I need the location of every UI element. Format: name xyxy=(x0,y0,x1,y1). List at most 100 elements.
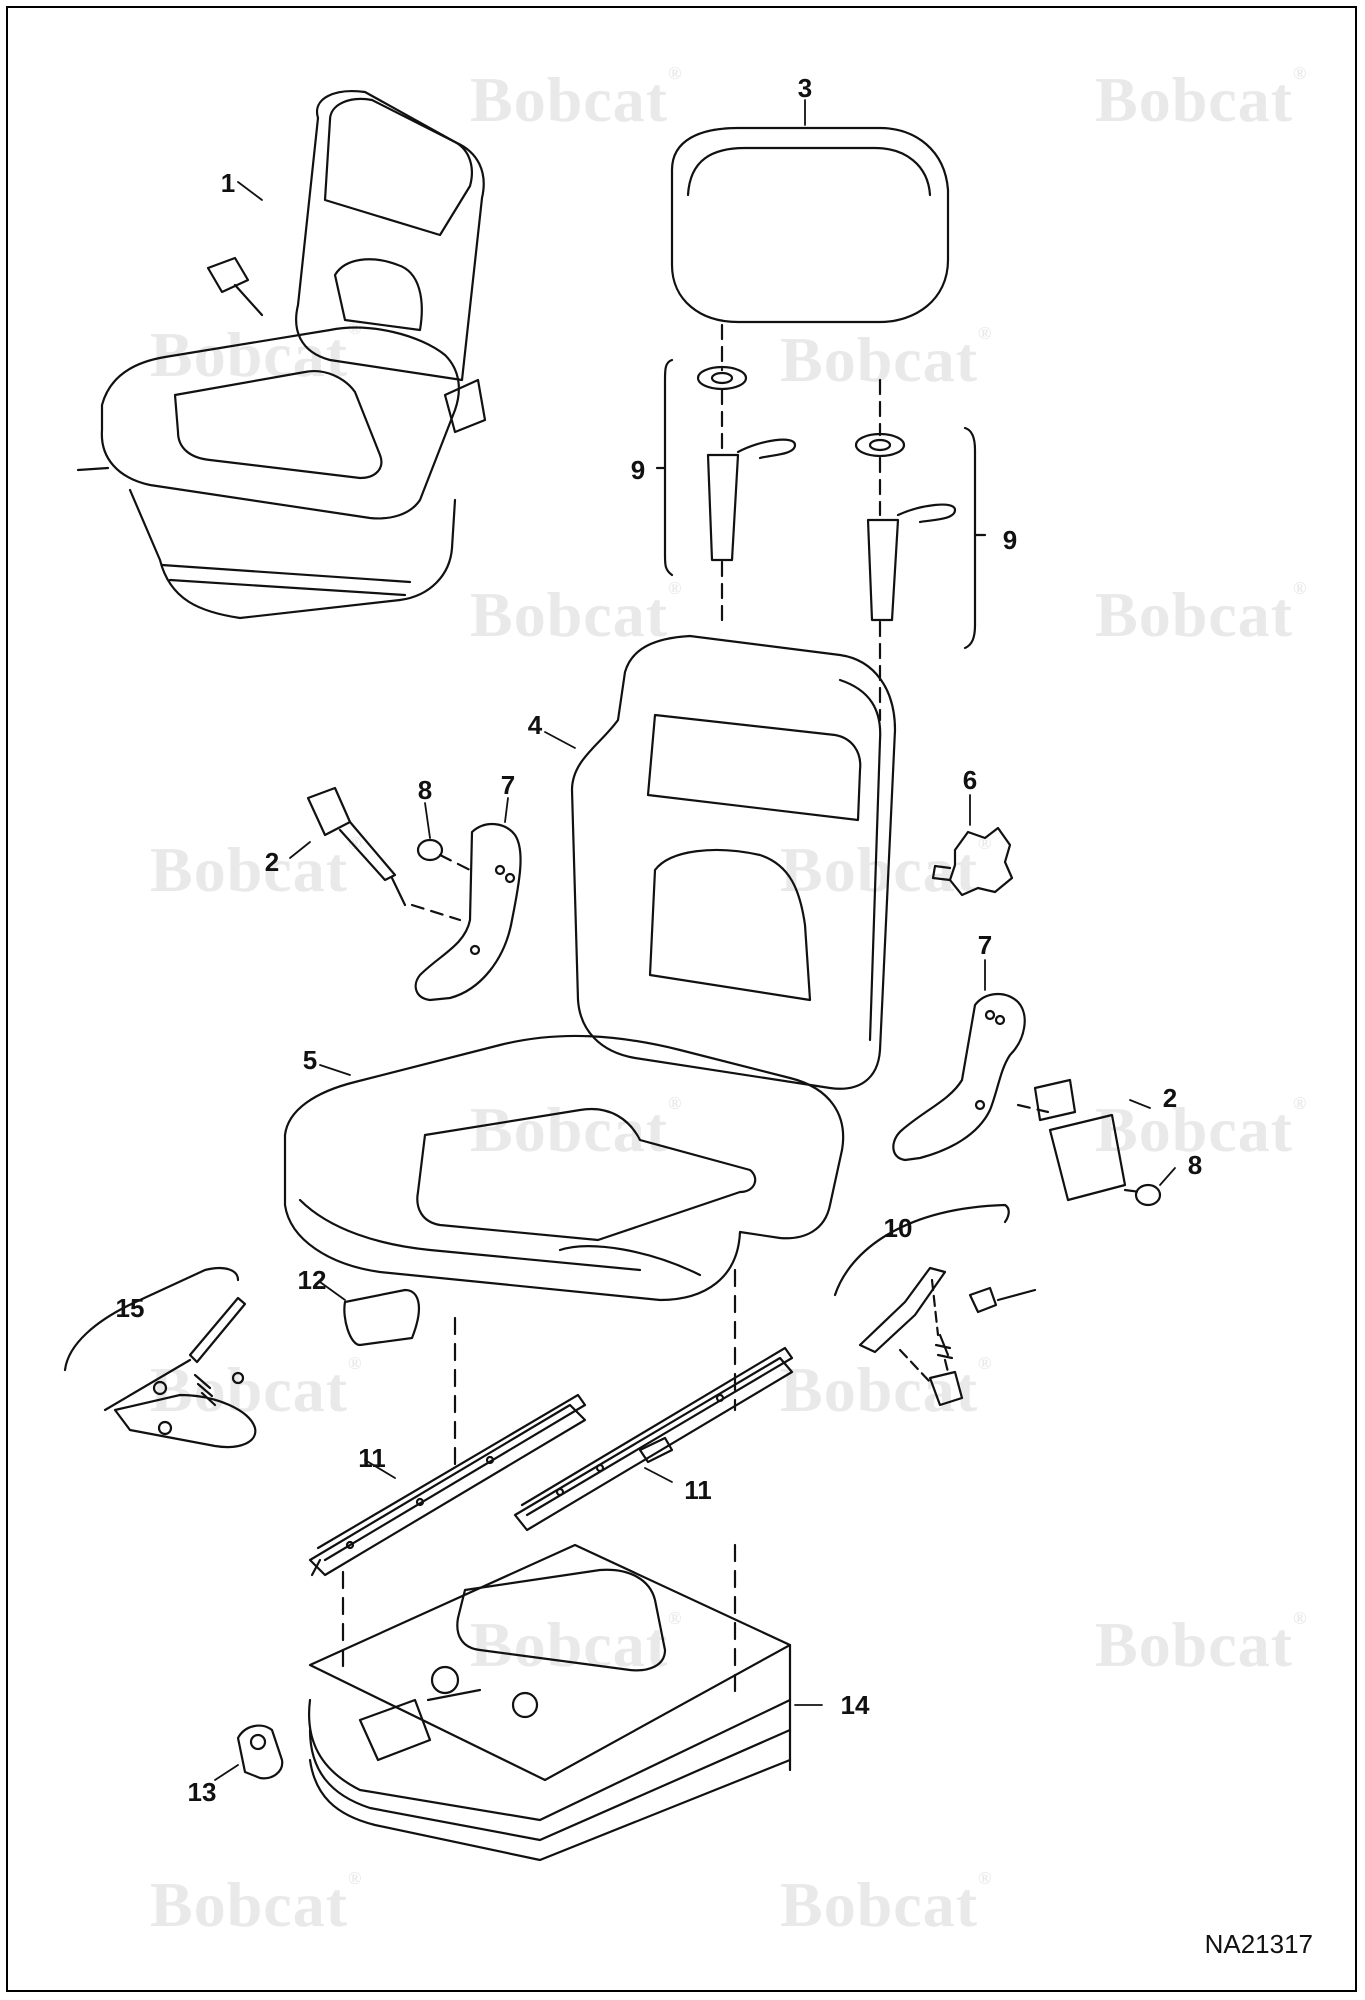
watermark-reg: ® xyxy=(978,323,993,343)
base-mechanism xyxy=(358,1698,432,1762)
watermark-reg: ® xyxy=(1293,1608,1308,1628)
callout-3: 3 xyxy=(797,73,813,103)
watermark-text: Bobcat xyxy=(1095,1609,1293,1680)
watermark-reg: ® xyxy=(668,1093,683,1113)
bracket-left-body xyxy=(414,823,522,1002)
watermark-text: Bobcat xyxy=(1095,1094,1293,1165)
assembled-seat-headrest xyxy=(323,97,473,237)
callout-5: 5 xyxy=(302,1045,318,1075)
plug-right xyxy=(1134,1183,1162,1207)
watermark-text: Bobcat xyxy=(1095,64,1293,135)
lever-kit-arm xyxy=(858,1266,947,1354)
assembled-seat-belt-strap xyxy=(233,283,264,317)
guide-right-bushing xyxy=(854,432,906,458)
belt-left-bolt xyxy=(390,876,407,907)
watermark-text: Bobcat xyxy=(470,579,668,650)
lever-kit-knob xyxy=(928,1370,964,1407)
cushion-body xyxy=(283,1034,845,1302)
watermark-text: Bobcat xyxy=(780,324,978,395)
guide-left-clip xyxy=(736,438,797,460)
watermark-text: Bobcat xyxy=(780,834,978,905)
callout-13: 13 xyxy=(187,1777,217,1807)
callout-8-right: 8 xyxy=(1187,1150,1203,1180)
suspension-base xyxy=(308,1543,792,1862)
callout-1: 1 xyxy=(220,168,236,198)
watermark: Bobcat® xyxy=(780,1868,992,1942)
lever-kit xyxy=(833,1203,1037,1407)
assembled-seat-side-lever xyxy=(443,378,487,434)
watermark: Bobcat® xyxy=(1095,1093,1307,1167)
callout-10: 10 xyxy=(883,1213,913,1243)
leader-lines xyxy=(214,99,1176,1781)
base-bellows-2 xyxy=(308,1728,792,1842)
lever-bracket xyxy=(63,1266,240,1372)
callout-2-left: 2 xyxy=(264,847,280,877)
watermark-reg: ® xyxy=(978,1868,993,1888)
watermark-reg: ® xyxy=(348,1868,363,1888)
lever-spring xyxy=(193,1373,217,1407)
height-knob-cap xyxy=(236,1724,284,1780)
watermark: Bobcat® xyxy=(780,833,992,907)
callout-2-right: 2 xyxy=(1162,1083,1178,1113)
lever-kit-pin xyxy=(968,1286,998,1314)
watermark: Bobcat® xyxy=(780,323,992,397)
watermark-text: Bobcat xyxy=(150,1869,348,1940)
lever-rod xyxy=(188,1296,247,1364)
watermark-text: Bobcat xyxy=(470,1609,668,1680)
handle-cover xyxy=(343,1288,420,1347)
watermark-text: Bobcat xyxy=(1095,579,1293,650)
callout-15: 15 xyxy=(115,1293,145,1323)
watermark-text: Bobcat xyxy=(150,1354,348,1425)
seat-belt-right xyxy=(1033,1078,1127,1202)
watermark-reg: ® xyxy=(1293,1093,1308,1113)
seat-belt-left xyxy=(306,786,407,907)
guide-left-bracket xyxy=(663,358,674,577)
knob-shaft xyxy=(931,864,952,882)
lever-arm xyxy=(103,1358,192,1412)
guide-right-bracket xyxy=(963,426,977,650)
assembled-seat-cushion xyxy=(100,326,460,520)
headrest-inner-seam xyxy=(686,146,932,197)
callout-9-left: 9 xyxy=(630,455,646,485)
watermark-reg: ® xyxy=(978,833,993,853)
backrest-side-bolster xyxy=(838,678,882,1042)
height-knob xyxy=(236,1724,284,1780)
callout-12: 12 xyxy=(297,1265,327,1295)
assembled-seat-cushion-panel xyxy=(173,370,383,480)
armrest-bracket-right xyxy=(892,993,1026,1162)
guide-alignment-lines xyxy=(720,323,882,722)
belt-right-tongue xyxy=(1033,1078,1077,1122)
assembled-seat-back-panel xyxy=(333,258,423,332)
callout-11-right: 11 xyxy=(684,1475,712,1505)
headrest-guide-right xyxy=(854,426,987,650)
watermark-text: Bobcat xyxy=(470,64,668,135)
slide-rail-left xyxy=(308,1393,587,1577)
knob-star xyxy=(948,826,1014,897)
callout-7-right: 7 xyxy=(977,930,993,960)
callout-8-left: 8 xyxy=(417,775,433,805)
belt-right-buckle xyxy=(1048,1113,1127,1202)
base-bellows-3 xyxy=(308,1758,792,1862)
callout-14: 14 xyxy=(840,1690,870,1720)
assembled-seat-suspension xyxy=(128,488,457,620)
lever-kit-alignment xyxy=(898,1278,950,1384)
rail-alignment-lines xyxy=(341,1268,737,1702)
assembled-seat-bellows-1 xyxy=(160,563,412,584)
backrest-lumbar-panel xyxy=(648,848,812,1002)
cushion-side-seam xyxy=(558,1245,702,1277)
lever-kit-spring xyxy=(934,1333,954,1360)
lever-handle xyxy=(113,1393,257,1449)
headrest xyxy=(670,126,950,324)
watermark: Bobcat® xyxy=(780,1353,992,1427)
callout-4: 4 xyxy=(527,710,543,740)
callout-9-right: 9 xyxy=(1002,525,1018,555)
watermark-reg: ® xyxy=(668,1608,683,1628)
guide-left-tube xyxy=(706,453,740,562)
seat-cushion xyxy=(283,1034,845,1302)
watermark: Bobcat® xyxy=(150,833,362,907)
callout-11-left: 11 xyxy=(358,1443,386,1473)
bracket-right-body xyxy=(892,993,1026,1162)
watermark-reg: ® xyxy=(1293,63,1308,83)
backrest-body xyxy=(570,634,897,1090)
